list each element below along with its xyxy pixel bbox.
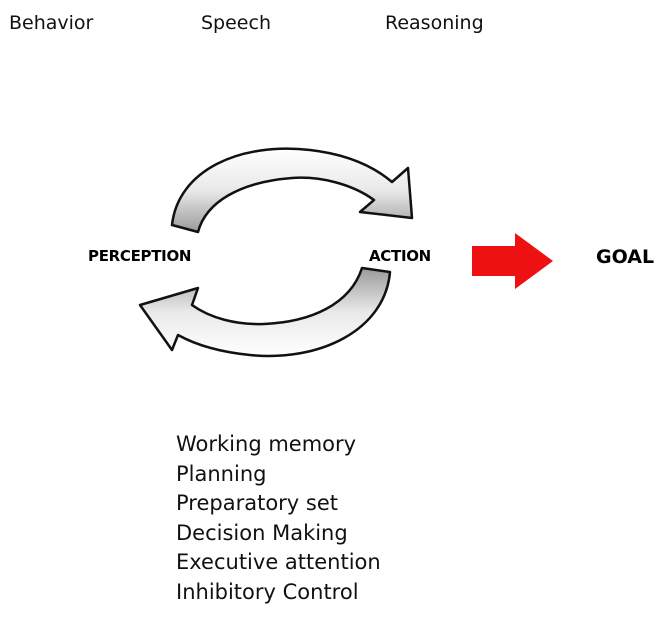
goal-arrow — [472, 233, 553, 289]
action-label: ACTION — [369, 247, 431, 265]
label-reasoning: Reasoning — [385, 12, 484, 34]
list-item: Decision Making — [176, 520, 348, 545]
list-item: Inhibitory Control — [176, 579, 359, 604]
goal-label: GOAL — [596, 246, 655, 268]
top-cycle-arrow — [170, 147, 414, 234]
perception-label: PERCEPTION — [88, 247, 192, 265]
label-behavior: Behavior — [9, 12, 94, 34]
list-item: Executive attention — [176, 550, 381, 574]
bottom-cycle-arrow — [138, 266, 392, 358]
list-item: Working memory — [176, 432, 357, 456]
label-speech: Speech — [201, 12, 271, 34]
executive-functions-list: Working memory Planning Preparatory set … — [176, 430, 381, 607]
list-item: Planning — [176, 461, 267, 486]
list-item: Preparatory set — [176, 491, 339, 515]
